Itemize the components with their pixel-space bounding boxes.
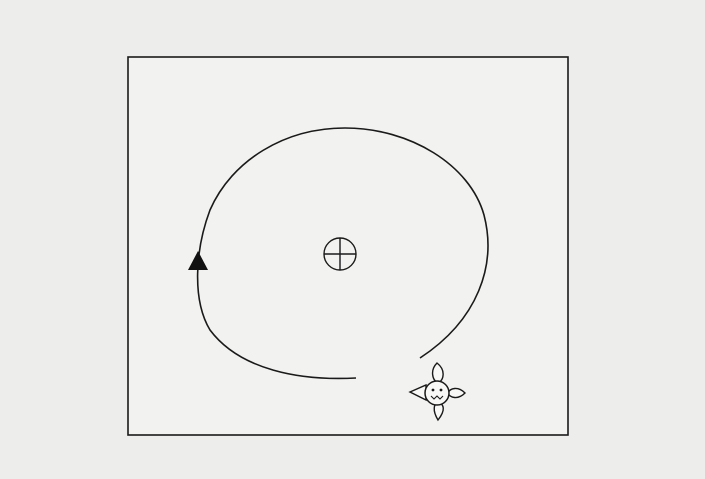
target-crosshair-icon <box>324 238 356 270</box>
